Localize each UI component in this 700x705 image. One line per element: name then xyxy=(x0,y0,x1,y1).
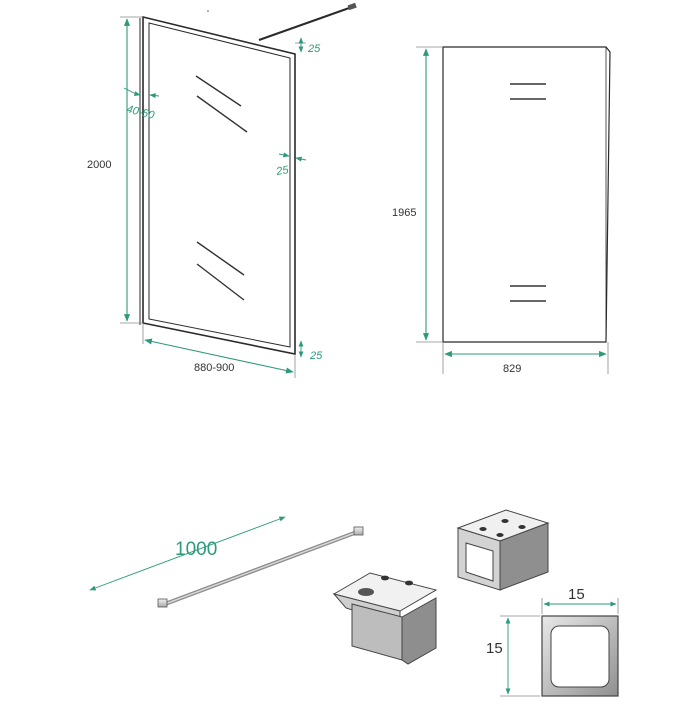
framed-panel-view: 2000 40-50 25 25 25 880-900 xyxy=(87,2,357,378)
stabilizer-bar xyxy=(258,6,353,41)
rod-end-cap-right xyxy=(353,526,364,536)
profile-width-label: 15 xyxy=(568,586,585,603)
profile-offset-label: 40-50 xyxy=(125,103,156,122)
glass-reflection-marks xyxy=(510,83,546,302)
rod-length-dimension-line xyxy=(89,516,286,591)
gap-bottom-label: 25 xyxy=(309,350,323,362)
rod-length-label: 1000 xyxy=(175,539,217,560)
glass-width-label: 829 xyxy=(503,363,521,375)
glass-height-label: 1965 xyxy=(392,207,416,219)
gap-mid-label: 25 xyxy=(274,164,290,178)
connector-block xyxy=(456,509,550,591)
profile-cross-section: 15 15 xyxy=(486,586,619,697)
mounting-bracket xyxy=(332,572,438,665)
profile-inner xyxy=(550,625,610,688)
profile-height-label: 15 xyxy=(486,640,503,657)
width-dimension-line xyxy=(144,338,294,374)
panel-inner-frame xyxy=(148,22,291,348)
glass-reflection-marks xyxy=(195,75,248,301)
glass-outline xyxy=(442,46,611,343)
stray-dot xyxy=(207,10,209,12)
panel-outer-frame xyxy=(142,15,296,355)
stabilizer-rod-view: 1000 xyxy=(89,516,364,608)
gap-top-label: 25 xyxy=(307,43,321,55)
stabilizer-wall-mount xyxy=(347,2,357,11)
panel-width-label: 880-900 xyxy=(194,362,234,374)
glass-sheet-view: 1965 829 xyxy=(392,46,611,375)
panel-height-label: 2000 xyxy=(87,159,111,171)
rod-end-cap-left xyxy=(157,598,168,608)
